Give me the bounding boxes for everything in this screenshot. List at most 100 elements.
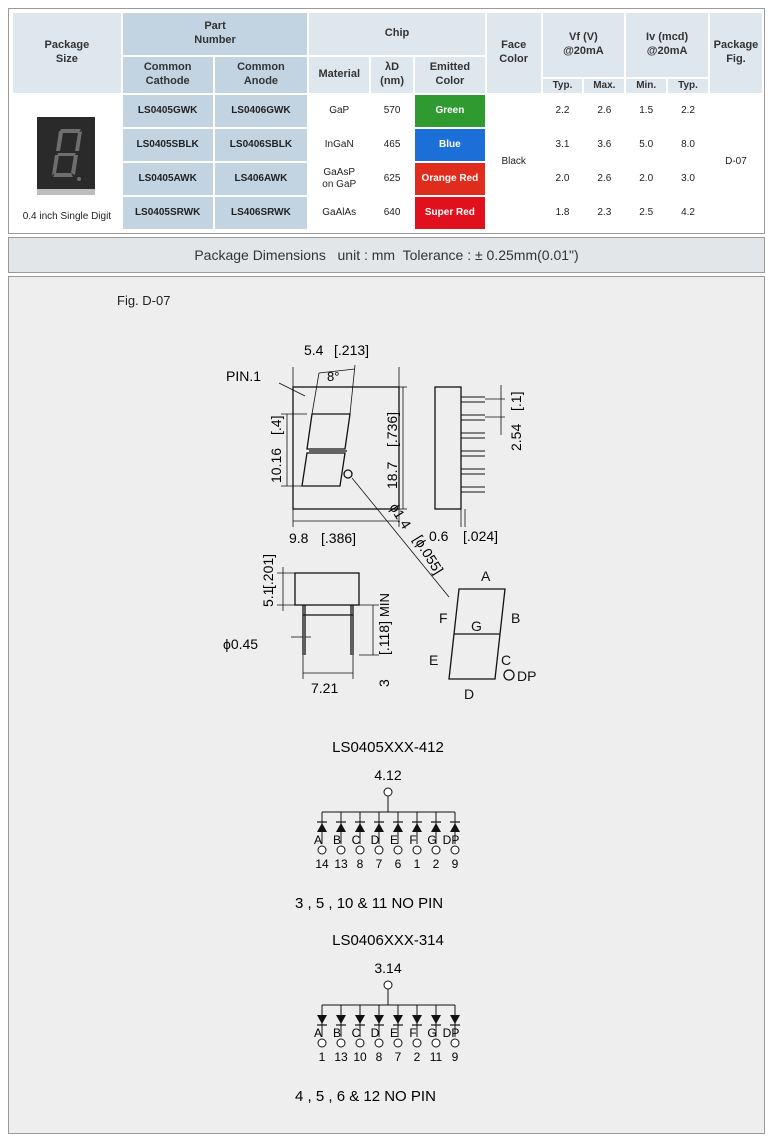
row2-iv-min: 5.0 [624, 127, 669, 163]
pitch-in: [.1] [508, 392, 524, 411]
led-digit-image [36, 116, 95, 195]
row2-color: Blue [413, 127, 487, 163]
row1-material: GaP [307, 93, 372, 129]
row4-vf-typ: 1.8 [540, 195, 585, 231]
circuit2-pin-1: 13 [334, 1050, 348, 1064]
row1-anode: LS0406GWK [212, 93, 310, 129]
circuit1-pin-3: 7 [376, 857, 383, 871]
circuit2-pin-3: 8 [376, 1050, 383, 1064]
pin-min: MIN [377, 593, 392, 617]
circuit1-diode-5 [412, 823, 422, 832]
circuit2-pin-0: 1 [319, 1050, 326, 1064]
width-top-in: [.213] [334, 342, 369, 358]
row2-material: InGaN [307, 127, 372, 163]
circuit1-pin-2: 8 [357, 857, 364, 871]
width-bottom-in: [.386] [321, 530, 356, 546]
circuit1-common-node [383, 787, 393, 797]
circuit2-seg-label-2: C [352, 1026, 361, 1040]
row3-vf-max: 2.6 [582, 161, 627, 197]
row3-wavelength: 625 [369, 161, 416, 197]
front-view [278, 364, 450, 598]
figure-frame: Fig. D-07 PIN.1 5.4 [.213] 8° 10.16 [.4]… [8, 276, 765, 1134]
height-left-in: [.4] [268, 416, 284, 435]
circuit1-diode-4 [393, 823, 403, 832]
bottom-height-in: [.201] [260, 554, 276, 589]
circuit2-seg-label-3: D [371, 1026, 380, 1040]
seg-e: E [429, 652, 438, 668]
row2-vf-typ: 3.1 [540, 127, 585, 163]
circuit1-pin-node-1 [336, 845, 346, 855]
circuit2-pin-4: 7 [395, 1050, 402, 1064]
seg-a: A [481, 568, 491, 584]
row3-iv-typ: 3.0 [666, 161, 710, 197]
circuit2-diode-1 [336, 1015, 346, 1024]
circuit2-pin-node-5 [412, 1038, 422, 1048]
width-bottom: 9.8 [289, 530, 309, 546]
circuit2-pin-node-6 [431, 1038, 441, 1048]
row1-vf-typ: 2.2 [540, 93, 585, 129]
circuit2-pin-5: 2 [414, 1050, 421, 1064]
circuit2-seg-label-5: F [409, 1026, 416, 1040]
pin1-label: PIN.1 [226, 368, 261, 384]
circuit1-seg-label-0: A [314, 833, 322, 847]
circuit2-seg-label-6: G [427, 1026, 436, 1040]
row1-color: Green [413, 93, 487, 129]
height-left: 10.16 [268, 448, 284, 483]
circuit2-note: 4 , 5 , 6 & 12 NO PIN [295, 1088, 436, 1105]
circuit1-pin-node-0 [317, 845, 327, 855]
pin-len-in: [.118] [376, 621, 392, 655]
row2-wavelength: 465 [369, 127, 416, 163]
height-right-in: [.736] [384, 412, 400, 447]
circuit2-seg-label-7: DP [443, 1026, 460, 1040]
circuit1-diode-7 [450, 823, 460, 832]
circuit2-pin-7: 9 [452, 1050, 459, 1064]
seg-dp: DP [517, 668, 536, 684]
seg-g: G [471, 618, 482, 634]
row1-iv-min: 1.5 [624, 93, 669, 129]
bottom-view [277, 567, 379, 679]
circuit1-common-pin: 4.12 [374, 767, 401, 783]
circuit2-title: LS0406XXX-314 [332, 932, 444, 949]
led-segments [51, 128, 82, 181]
package-image-cell: 0.4 inch Single Digit [11, 93, 123, 231]
circuit2-diode-0 [317, 1015, 327, 1024]
row1-iv-typ: 2.2 [666, 93, 710, 129]
row4-color: Super Red [413, 195, 487, 231]
seg-c: C [501, 652, 511, 668]
row2-cathode: LS0405SBLK [120, 127, 215, 163]
header-wavelength: λD(nm) [369, 55, 416, 95]
circuit2-diode-5 [412, 1015, 422, 1024]
circuit1-pin-node-4 [393, 845, 403, 855]
circuit1-diode-3 [374, 823, 384, 832]
pitch: 2.54 [508, 424, 524, 451]
circuit2-pin-node-4 [393, 1038, 403, 1048]
circuit1-pin-node-5 [412, 845, 422, 855]
circuit1-pin-7: 9 [452, 857, 459, 871]
pin-len: 3 [376, 679, 392, 687]
circuit1-pin-node-3 [374, 845, 384, 855]
package-fig: D-07 [707, 93, 765, 231]
header-vf-max: Max. [582, 77, 627, 95]
header-chip: Chip [307, 11, 487, 57]
row3-iv-min: 2.0 [624, 161, 669, 197]
bottom-width: 7.21 [311, 680, 338, 696]
face-color: Black [484, 93, 543, 231]
circuit1-pin-6: 2 [433, 857, 440, 871]
row3-cathode: LS0405AWK [120, 161, 215, 197]
row1-cathode: LS0405GWK [120, 93, 215, 129]
package-dimensions-bar: Package Dimensions unit : mm Tolerance :… [8, 237, 765, 273]
header-material: Material [307, 55, 372, 95]
row1-wavelength: 570 [369, 93, 416, 129]
circuit1-pin-1: 13 [334, 857, 348, 871]
circuit2-pin-node-1 [336, 1038, 346, 1048]
header-iv-min: Min. [624, 77, 669, 95]
circuit2-pin-node-0 [317, 1038, 327, 1048]
circuit1-diode-2 [355, 823, 365, 832]
seg-b: B [511, 610, 520, 626]
